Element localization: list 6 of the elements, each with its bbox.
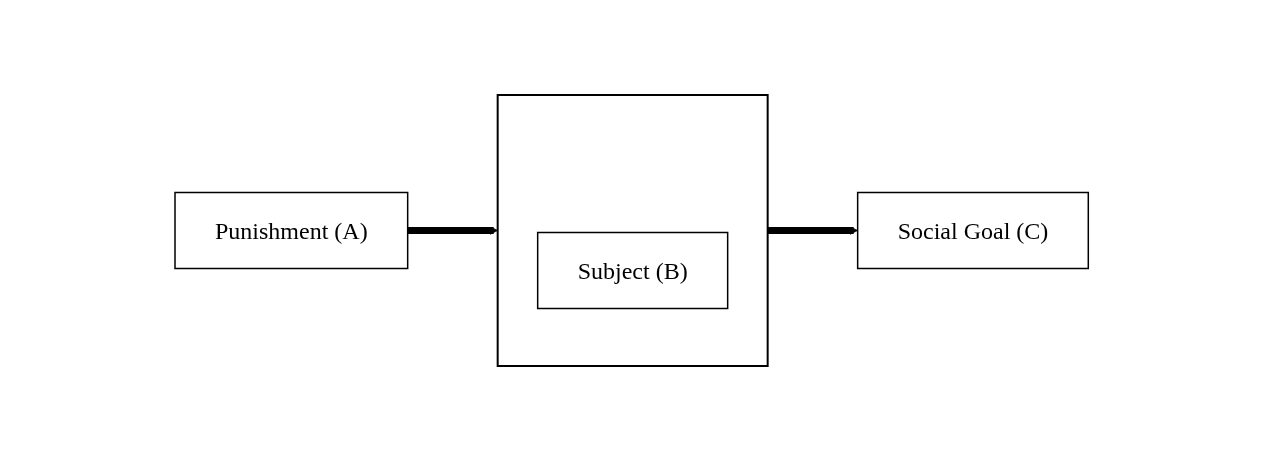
- arrow: [407, 226, 498, 235]
- cluster: [496, 94, 769, 367]
- node-box: Subject (B): [536, 231, 729, 310]
- node-box: Social Goal (C): [856, 191, 1089, 270]
- node-box: Punishment (A): [174, 191, 409, 270]
- arrow: [767, 226, 858, 235]
